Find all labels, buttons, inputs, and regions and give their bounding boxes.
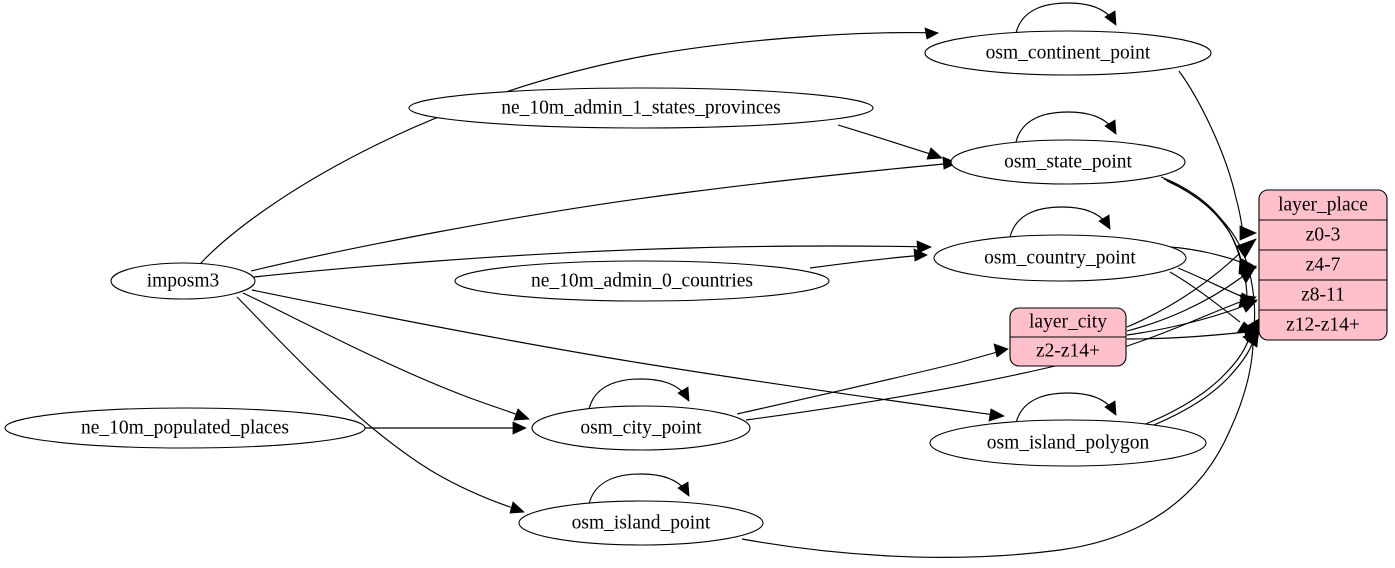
- node-osm_continent_point-label: osm_continent_point: [986, 42, 1151, 63]
- node-ne_10m_admin_0_countries[interactable]: ne_10m_admin_0_countries: [454, 260, 830, 302]
- node-osm_city_point[interactable]: osm_city_point: [531, 405, 751, 451]
- node-ne_10m_admin_1_states_provinces[interactable]: ne_10m_admin_1_states_provinces: [408, 87, 874, 129]
- edge-osm_island_point-self-loop: [588, 473, 690, 505]
- record-layer: layer_city z2-z14+ layer_place z0-3 z4-7…: [1009, 189, 1388, 367]
- node-layer: imposm3 ne_10m_admin_1_states_provinces …: [4, 30, 1212, 546]
- edge-osm_continent_point-to-layer_place-z0-3: [1178, 70, 1257, 241]
- record-layer_city-row-z2-z14[interactable]: z2-z14+: [1036, 340, 1100, 361]
- edge-layer: [199, 2, 1260, 558]
- node-ne_10m_admin_0_countries-label: ne_10m_admin_0_countries: [531, 270, 753, 291]
- edge-osm_island_polygon-self-loop: [1015, 392, 1117, 424]
- node-ne_10m_admin_1_states_provinces-label: ne_10m_admin_1_states_provinces: [501, 97, 780, 118]
- edge-osm_city_point-self-loop: [588, 378, 690, 410]
- edge-osm_country_point-self-loop: [1009, 206, 1111, 238]
- record-layer_place-row-z4-7[interactable]: z4-7: [1306, 254, 1341, 275]
- node-osm_island_polygon-label: osm_island_polygon: [987, 432, 1150, 453]
- edge-ne_10m_admin_0_countries-to-osm_country_point: [809, 248, 928, 269]
- node-imposm3[interactable]: imposm3: [110, 262, 256, 300]
- record-layer_place-row-z12-z14[interactable]: z12-z14+: [1286, 314, 1360, 335]
- edge-layer_city-to-layer_place-z8-11: [1126, 299, 1258, 336]
- node-osm_island_polygon[interactable]: osm_island_polygon: [929, 419, 1207, 467]
- node-ne_10m_populated_places[interactable]: ne_10m_populated_places: [4, 407, 366, 449]
- edge-imposm3-to-osm_state_point: [250, 156, 958, 272]
- node-osm_city_point-label: osm_city_point: [580, 417, 702, 438]
- node-osm_country_point[interactable]: osm_country_point: [933, 234, 1187, 282]
- edge-imposm3-to-osm_continent_point: [199, 27, 939, 265]
- edge-osm_continent_point-self-loop: [1015, 2, 1117, 34]
- node-osm_continent_point[interactable]: osm_continent_point: [924, 30, 1212, 76]
- edge-ne_10m_admin_1_states_provinces-to-osm_state_point: [837, 124, 943, 160]
- node-osm_island_point[interactable]: osm_island_point: [518, 500, 764, 546]
- record-layer_city-title: layer_city: [1029, 311, 1107, 332]
- edge-osm_city_point-to-layer_place-z8-11: [745, 294, 1257, 421]
- edge-osm_island_polygon-to-layer_place-z12-z14+-b: [1140, 331, 1259, 431]
- edge-osm_state_point-to-layer_place-z8-11: [1163, 178, 1257, 308]
- edge-imposm3-to-osm_country_point: [253, 240, 932, 278]
- record-layer_place-row-z8-11[interactable]: z8-11: [1301, 284, 1345, 305]
- edge-layer_city-to-layer_place-z0-3: [1126, 238, 1257, 328]
- edge-osm_city_point-to-layer_city-z2-z14+: [736, 343, 1009, 415]
- record-layer_place-title: layer_place: [1278, 194, 1368, 215]
- node-ne_10m_populated_places-label: ne_10m_populated_places: [81, 417, 289, 438]
- edge-layer_city-to-layer_place-z12-z14+: [1126, 325, 1259, 340]
- node-imposm3-label: imposm3: [147, 270, 220, 291]
- edge-osm_island_polygon-to-layer_place-z12-z14+: [1137, 328, 1257, 428]
- edge-imposm3-to-osm_island_polygon: [251, 289, 1006, 422]
- edge-osm_state_point-self-loop: [1015, 111, 1117, 143]
- edge-ne_10m_populated_places-to-osm_city_point: [365, 421, 527, 435]
- node-osm_country_point-label: osm_country_point: [984, 247, 1136, 268]
- edge-imposm3-to-osm_island_point: [236, 296, 525, 514]
- record-layer_city[interactable]: layer_city z2-z14+: [1009, 307, 1127, 367]
- node-osm_state_point-label: osm_state_point: [1004, 151, 1132, 172]
- record-layer_place[interactable]: layer_place z0-3 z4-7 z8-11 z12-z14+: [1258, 189, 1388, 341]
- edge-layer_city-to-layer_place-z4-7: [1126, 265, 1257, 332]
- node-osm_island_point-label: osm_island_point: [572, 512, 711, 533]
- node-osm_state_point[interactable]: osm_state_point: [950, 139, 1186, 185]
- record-layer_place-row-z0-3[interactable]: z0-3: [1306, 224, 1341, 245]
- edge-imposm3-to-osm_city_point: [242, 292, 530, 421]
